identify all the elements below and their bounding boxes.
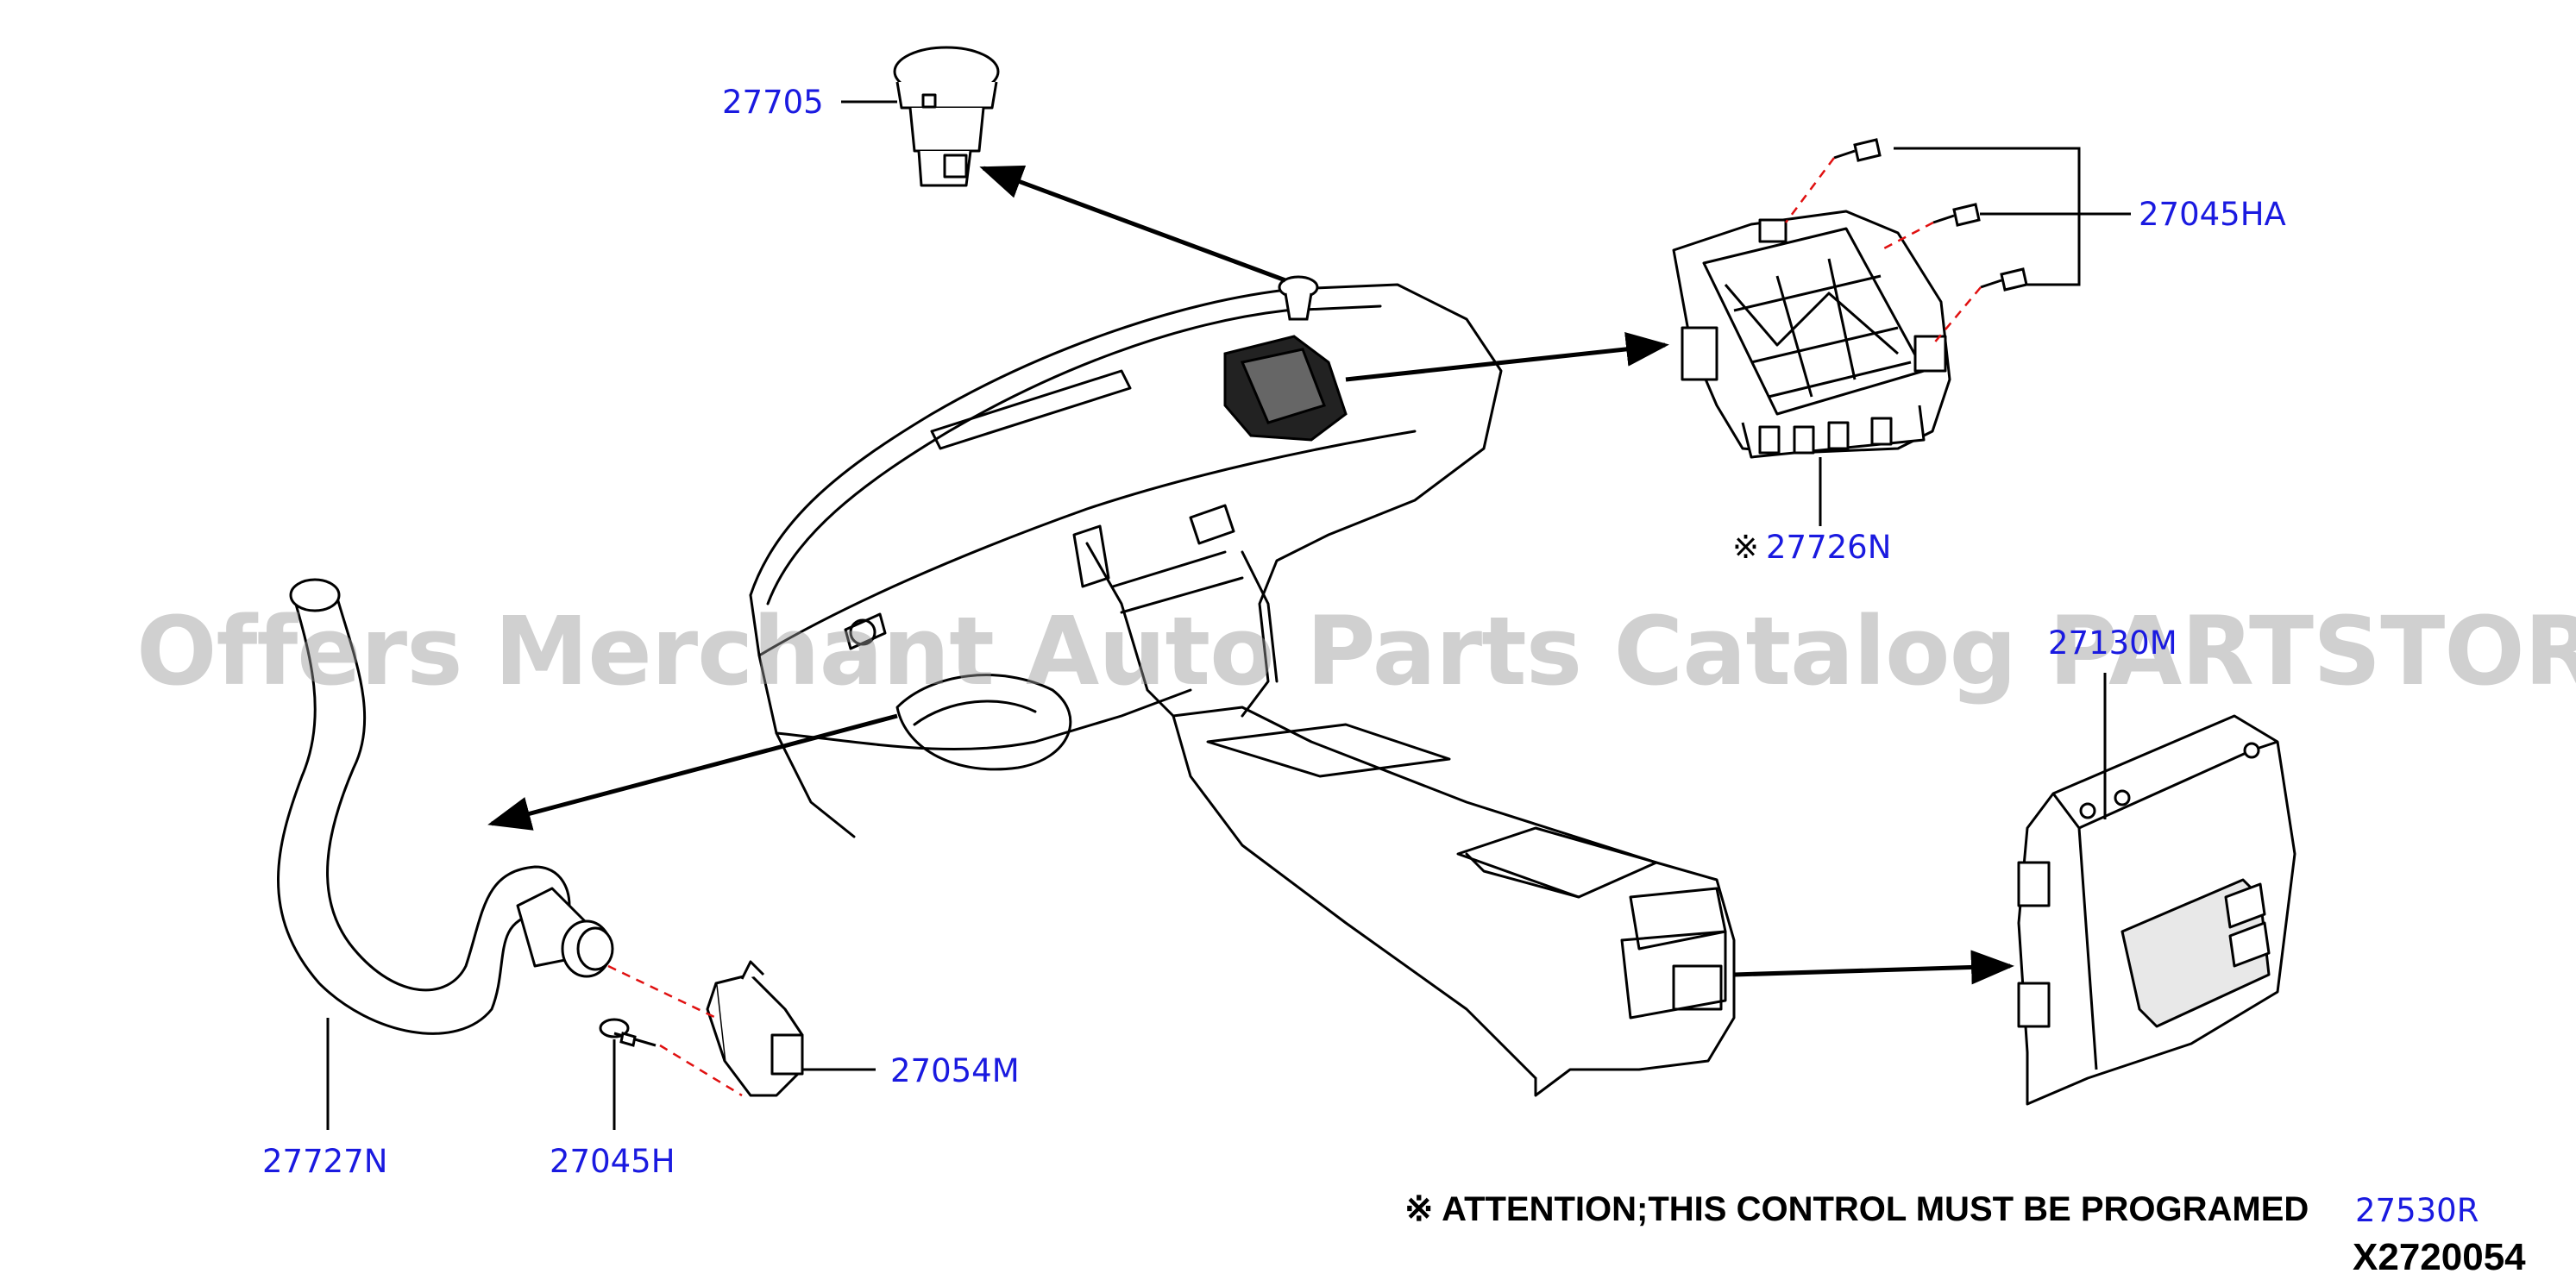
part-27054M xyxy=(706,960,804,1097)
callout-27727N[interactable]: 27727N xyxy=(262,1143,388,1180)
programming-required-mark: ※ xyxy=(1732,529,1760,566)
explode-arrows xyxy=(487,165,2014,985)
screw-27045H xyxy=(599,1018,657,1047)
arrow-to-27726N xyxy=(1345,331,1669,382)
drawing-number: X2720054 xyxy=(2353,1236,2526,1278)
screws-27045HA xyxy=(1833,138,2028,292)
callout-27045H[interactable]: 27045H xyxy=(550,1143,675,1180)
screw-dashed-leaders xyxy=(1784,157,1982,346)
part-27530R xyxy=(2017,714,2296,1106)
arrow-to-27727N xyxy=(487,713,898,831)
part-27726N xyxy=(1672,210,1951,459)
duct-dashed-leaders xyxy=(607,964,743,1097)
sensor-on-dash xyxy=(1278,275,1319,321)
leader-lines xyxy=(326,100,2107,1130)
part-27705 xyxy=(893,46,1000,187)
callout-27530R[interactable]: 27530R xyxy=(2355,1192,2479,1229)
part-27727N xyxy=(277,578,614,1035)
callout-27726N-label: 27726N xyxy=(1766,529,1892,566)
arrow-to-27530R xyxy=(1733,950,2014,985)
bracket-27045HA xyxy=(1894,147,2131,286)
arrow-to-27705 xyxy=(979,165,1286,283)
callout-27054M[interactable]: 27054M xyxy=(890,1052,1020,1089)
callout-27705[interactable]: 27705 xyxy=(722,84,824,121)
dashboard-assembly xyxy=(749,283,1736,1097)
module-on-dash xyxy=(1223,335,1348,442)
watermark-text: Offers Merchant Auto Parts Catalog PARTS… xyxy=(136,596,2576,706)
callout-27726N[interactable]: ※27726N xyxy=(1732,531,1891,563)
callout-27130M[interactable]: 27130M xyxy=(2048,624,2177,662)
attention-note: ※ ATTENTION;THIS CONTROL MUST BE PROGRAM… xyxy=(1404,1190,2309,1228)
callout-27045HA[interactable]: 27045HA xyxy=(2139,196,2286,233)
